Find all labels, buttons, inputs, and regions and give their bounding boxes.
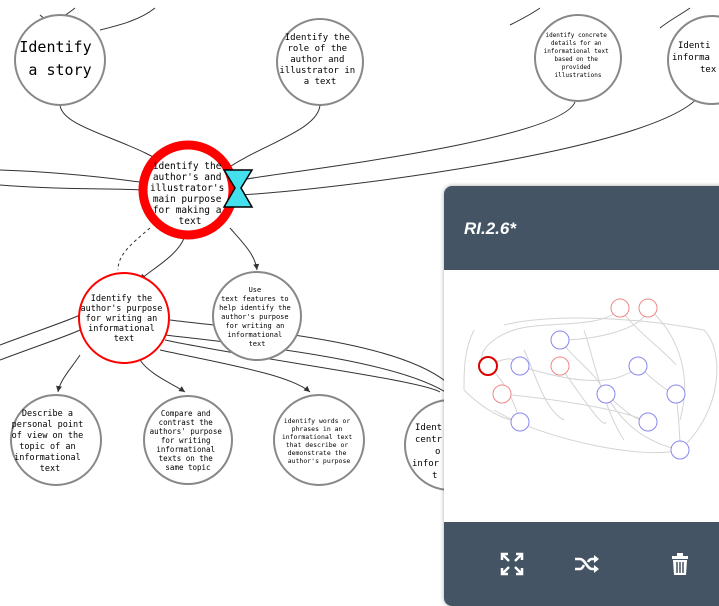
svg-text:Use text features to: Use text features to help identify the a… xyxy=(219,286,295,348)
node-detail-panel: RI.2.6* xyxy=(444,186,719,606)
hourglass-cursor-icon xyxy=(222,169,254,208)
edge xyxy=(139,234,186,281)
minimap-node xyxy=(670,440,690,460)
minimap-node xyxy=(492,384,512,404)
svg-text:Identify the role of the: Identify the role of the author and illu… xyxy=(279,33,360,87)
edge xyxy=(139,359,186,393)
minimap[interactable] xyxy=(444,270,719,522)
minimap-node xyxy=(550,356,570,376)
minimap-node xyxy=(550,330,570,350)
svg-text:Identify a story: Identify a story xyxy=(19,38,100,79)
edge xyxy=(224,103,321,171)
node-describe[interactable]: Describe a personal point of view on the… xyxy=(10,394,102,486)
edge xyxy=(159,349,311,393)
node-info-partial[interactable]: Identi informa tex xyxy=(667,15,719,105)
edge xyxy=(164,334,451,396)
edge xyxy=(117,227,151,271)
edge xyxy=(239,101,576,181)
minimap-node-selected xyxy=(478,356,498,376)
edge xyxy=(56,354,81,393)
minimap-node xyxy=(628,356,648,376)
edge xyxy=(239,94,701,196)
node-role[interactable]: Identify the role of the author and illu… xyxy=(276,18,364,106)
edge xyxy=(0,314,81,346)
panel-header: RI.2.6* xyxy=(444,186,719,270)
edge xyxy=(659,7,691,29)
panel-title: RI.2.6* xyxy=(464,219,516,238)
svg-text:identify the author's an: identify the author's and illustrator's … xyxy=(150,161,230,227)
edge xyxy=(229,227,260,271)
svg-text:identify concrete detail: identify concrete details for an informa… xyxy=(544,32,613,79)
minimap-edges xyxy=(463,307,718,454)
node-concrete[interactable]: identify concrete details for an informa… xyxy=(534,14,622,102)
node-story-line: a story xyxy=(28,61,91,79)
edge xyxy=(509,7,541,26)
node-compare[interactable]: Compare and contrast the authors' purpos… xyxy=(143,395,233,485)
svg-text:Ident centr o: Ident centr o infor t xyxy=(412,423,448,481)
expand-icon xyxy=(500,552,524,576)
svg-text:Identi informa tex: Identi informa tex xyxy=(672,41,717,75)
edge xyxy=(0,329,81,361)
node-main-selected[interactable]: identify the author's and illustrator's … xyxy=(138,140,238,240)
node-purpose-info[interactable]: Identify the author's purpose for writin… xyxy=(78,272,170,364)
minimap-node xyxy=(596,384,616,404)
edge xyxy=(169,319,451,386)
minimap-nodes xyxy=(478,298,690,460)
node-story[interactable]: Identify a story xyxy=(14,14,106,106)
edge xyxy=(99,7,156,31)
minimap-node xyxy=(510,412,530,432)
svg-text:Compare and contrast the: Compare and contrast the authors' purpos… xyxy=(150,409,227,472)
minimap-node xyxy=(610,298,630,318)
trash-icon xyxy=(672,553,688,575)
edge xyxy=(164,339,441,393)
minimap-node xyxy=(510,356,530,376)
svg-text:Identify the author's pu: Identify the author's purpose for writin… xyxy=(80,294,167,344)
panel-toolbar xyxy=(444,522,719,606)
shuffle-icon xyxy=(575,555,599,573)
graph-edges xyxy=(0,7,701,396)
edge xyxy=(0,184,141,191)
node-words[interactable]: identify words or phrases in an informat… xyxy=(273,394,365,486)
expand-button[interactable] xyxy=(498,550,526,578)
node-features[interactable]: Use text features to help identify the a… xyxy=(212,271,302,361)
minimap-node xyxy=(638,298,658,318)
shuffle-button[interactable] xyxy=(572,550,600,578)
svg-text:Describe a personal poin: Describe a personal point of view on the… xyxy=(12,409,89,474)
minimap-node xyxy=(666,384,686,404)
minimap-node xyxy=(638,412,658,432)
node-story-line: Identify xyxy=(19,38,91,56)
delete-button[interactable] xyxy=(666,550,694,578)
edge xyxy=(0,169,141,183)
svg-text:identify words or phrase: identify words or phrases in an informat… xyxy=(282,417,356,465)
